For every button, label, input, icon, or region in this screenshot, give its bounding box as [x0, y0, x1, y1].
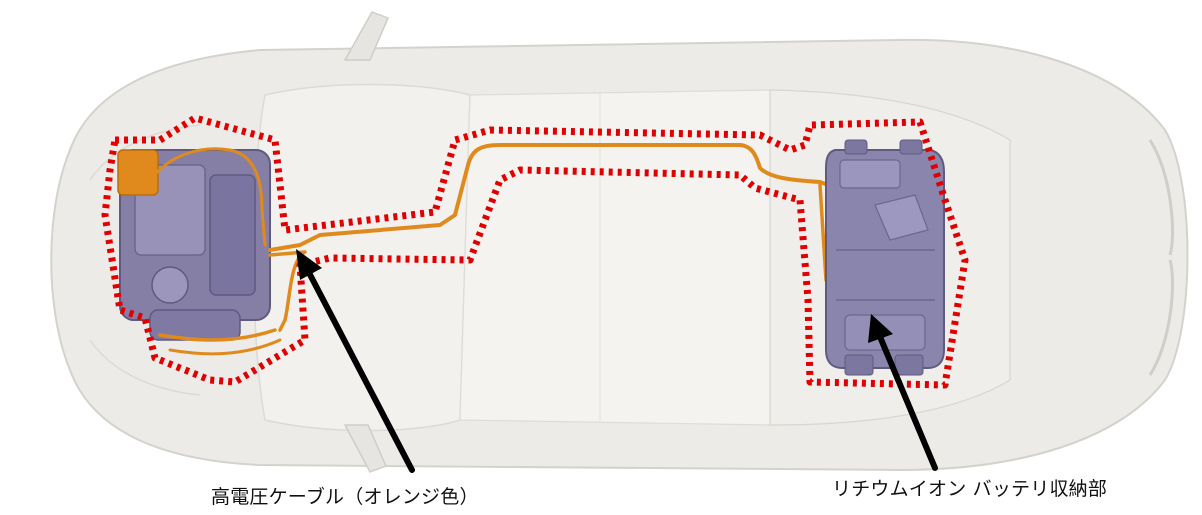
battery-caption: リチウムイオン バッテリ収納部 [832, 478, 1108, 500]
arrow-cable [296, 249, 415, 473]
motor-unit [117, 149, 271, 341]
high-voltage-cable [148, 143, 830, 356]
highlight-outline-front [101, 114, 969, 389]
battery-pack [825, 139, 945, 376]
arrow-battery [868, 314, 938, 471]
cable-caption: 高電圧ケーブル（オレンジ色） [211, 486, 479, 508]
